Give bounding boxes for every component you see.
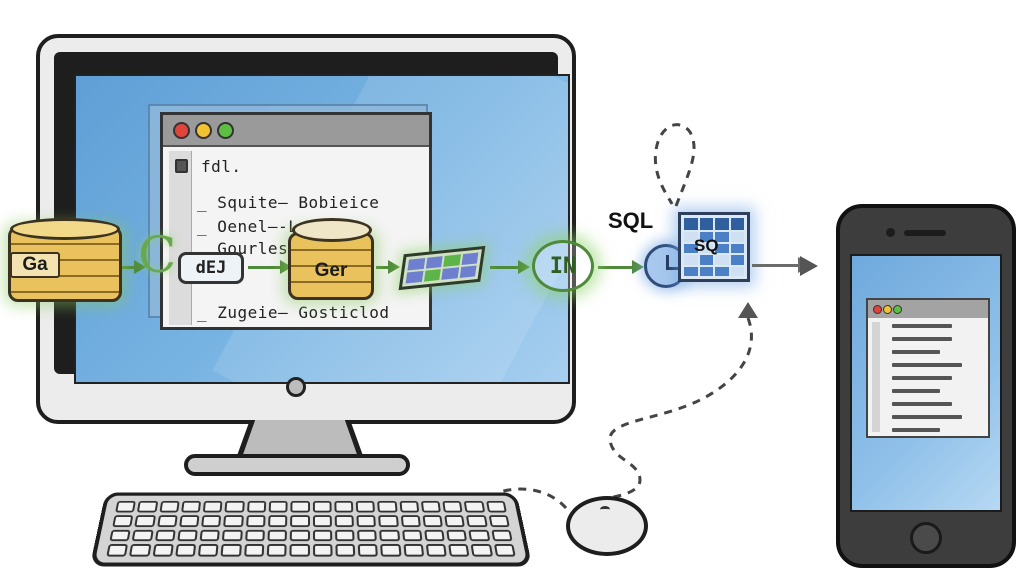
flow-arrow (490, 260, 530, 274)
window-titlebar (163, 115, 429, 147)
keyboard-keys (106, 500, 516, 557)
in-label: IN (549, 253, 577, 279)
code-line: _ Zugeie— Gosticlod (197, 303, 390, 322)
maximize-window-button[interactable] (217, 122, 234, 139)
editor-header: fdl. (201, 157, 242, 176)
mobile-code-lines (876, 324, 986, 441)
phone-speaker (904, 230, 946, 236)
source-label: Ga (10, 252, 60, 278)
in-node-icon: IN (532, 240, 594, 292)
c-node-icon: C (138, 226, 177, 284)
dashed-cable (499, 487, 568, 510)
minimize-dot (883, 305, 892, 314)
chip-label: dEJ (195, 258, 227, 278)
keyboard-icon (89, 492, 533, 567)
close-dot (873, 305, 882, 314)
maximize-dot (893, 305, 902, 314)
code-chip-icon: dEJ (178, 252, 244, 284)
mouse-icon (566, 496, 648, 556)
file-icon (175, 159, 188, 173)
dashed-mouse-path (607, 317, 753, 500)
code-line: _ Oenel—-Lo (197, 217, 309, 236)
flow-arrow (376, 260, 400, 274)
power-button[interactable] (286, 377, 306, 397)
smartphone-icon (836, 204, 1016, 568)
flow-arrow (122, 260, 146, 274)
code-line: _ Squite— Bobieice (197, 193, 380, 212)
upward-arrowhead (738, 302, 758, 318)
phone-camera (886, 228, 895, 237)
sql-table-icon (678, 212, 750, 282)
mobile-app-window (866, 298, 990, 438)
home-button[interactable] (910, 522, 942, 554)
sql-table-label: SQ (694, 236, 719, 255)
phone-screen (850, 254, 1002, 512)
minimize-window-button[interactable] (195, 122, 212, 139)
dashed-loop (653, 123, 696, 207)
ger-label: Ger (314, 260, 348, 281)
flow-arrow (598, 260, 644, 274)
monitor-stand-base (184, 454, 410, 476)
close-window-button[interactable] (173, 122, 190, 139)
sql-label: SQL (608, 208, 654, 233)
